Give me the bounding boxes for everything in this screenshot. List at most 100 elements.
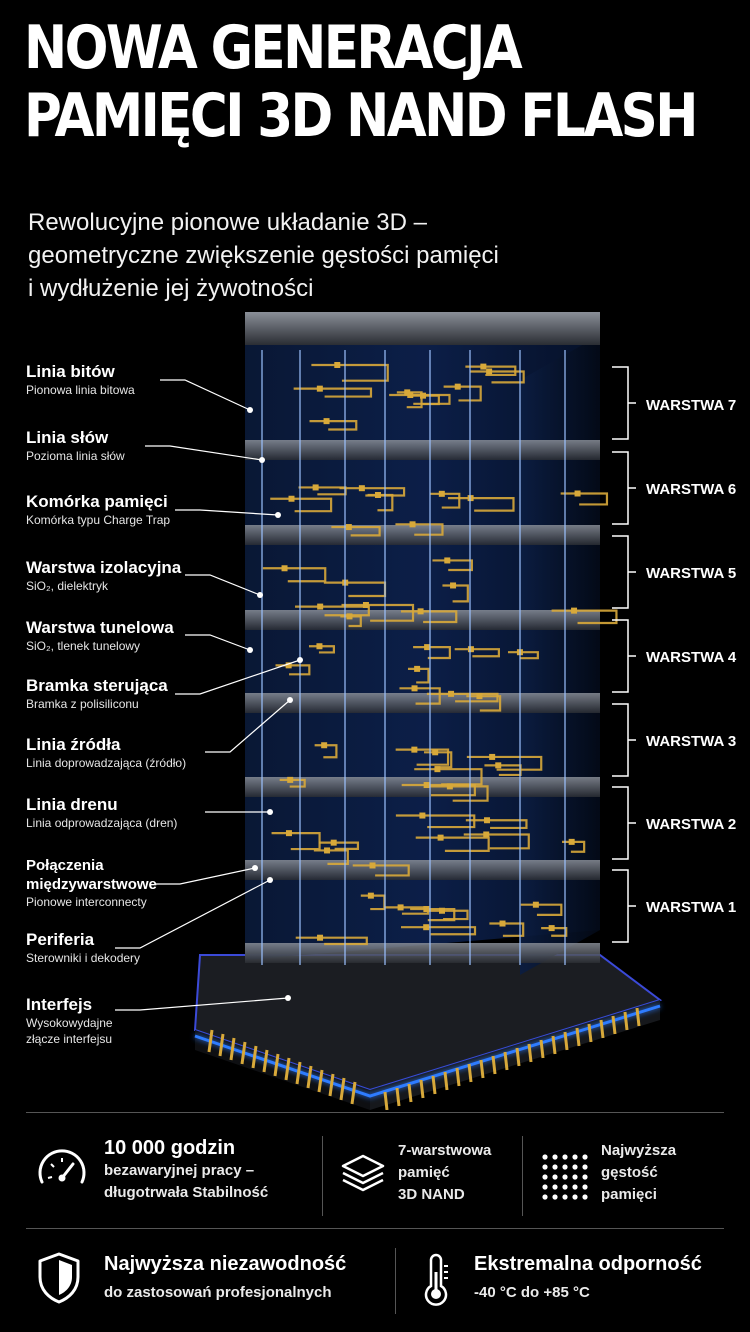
circuit-node (346, 613, 353, 620)
layer-label-7: WARSTWA 7 (646, 397, 737, 414)
circuit-trace (520, 903, 563, 916)
circuit-node (281, 565, 288, 572)
leader-dot (267, 877, 273, 883)
circuit-node (432, 749, 439, 756)
circuit-node (548, 925, 555, 932)
grid-dot (572, 1154, 578, 1160)
circuit-trace (489, 922, 525, 937)
grid-dot (582, 1164, 588, 1170)
circuit-node (454, 383, 461, 390)
speedometer-icon (38, 1149, 86, 1184)
circuit-node (334, 362, 341, 369)
circuit-trace (311, 363, 389, 382)
circuit-trace (414, 768, 483, 786)
circuit-node (419, 812, 426, 819)
circuit-node (414, 665, 421, 672)
circuit-trace (341, 603, 415, 622)
layer-label-3: WARSTWA 3 (646, 733, 737, 750)
leader-line (155, 867, 256, 885)
circuit-node (407, 392, 414, 399)
leader-dot (247, 407, 253, 413)
interface-pin (599, 1019, 605, 1039)
layer-bracket (612, 703, 629, 777)
page-title: NOWA GENERACJA PAMIĘCI 3D NAND FLASH (24, 14, 698, 150)
circuit-node (411, 746, 418, 753)
interface-pin (635, 1007, 641, 1027)
label-source-line: Linia źródła Linia doprowadzająca (źródł… (26, 735, 187, 770)
grid-dot (562, 1184, 568, 1190)
circuit-node (358, 485, 365, 492)
interface-pin (587, 1023, 593, 1043)
grid-dot (552, 1164, 558, 1170)
grid-dot (542, 1174, 548, 1180)
circuit-node (574, 490, 581, 497)
interface-pin (207, 1029, 214, 1053)
circuit-trace (401, 783, 476, 797)
circuit-node (409, 521, 416, 528)
grid-dot (562, 1154, 568, 1160)
layer-label-1: WARSTWA 1 (646, 899, 737, 916)
circuit-trace (426, 692, 499, 703)
layer-slab (245, 943, 600, 963)
label-control-gate: Bramka sterująca Bramka z polisiliconu (26, 676, 168, 711)
interface-pin (575, 1027, 581, 1047)
circuit-node (450, 582, 457, 589)
divider-middle (26, 1228, 724, 1229)
label-insulation-layer: Warstwa izolacyjna SiO₂, dielektryk (26, 558, 182, 593)
leader-dot (252, 865, 258, 871)
circuit-trace (331, 525, 381, 537)
circuit-trace (415, 836, 490, 852)
layer-bracket (612, 786, 629, 860)
thermometer-icon (424, 1253, 448, 1306)
layer-label-4: WARSTWA 4 (646, 649, 737, 666)
interface-pin (491, 1055, 497, 1075)
circuit-trace (447, 497, 515, 512)
circuit-node (345, 524, 352, 531)
layer-label-6: WARSTWA 6 (646, 481, 737, 498)
layer-brackets (612, 366, 636, 943)
interface-pin (539, 1039, 545, 1059)
leader-line (185, 634, 251, 651)
grid-dot (582, 1154, 588, 1160)
interface-pin (407, 1083, 413, 1103)
layer-bracket (612, 869, 629, 943)
grid-dot (572, 1164, 578, 1170)
interface-pin (623, 1011, 629, 1031)
circuit-node (316, 385, 323, 392)
divider-vertical-3 (395, 1248, 396, 1314)
interface-pin (251, 1045, 258, 1069)
circuit-node (369, 862, 376, 869)
grid-dot (572, 1174, 578, 1180)
grid-dot (572, 1184, 578, 1190)
circuit-node (323, 418, 330, 425)
feature-hours: 10 000 godzin bezawaryjnej pracy – długo… (104, 1137, 269, 1201)
layer-bracket (612, 451, 629, 525)
circuit-node (285, 830, 292, 837)
interface-pin (295, 1061, 302, 1085)
grid-dot (552, 1154, 558, 1160)
circuit-node (362, 601, 369, 608)
circuit-node (411, 685, 418, 692)
label-memory-cell: Komórka pamięci Komórka typu Charge Trap (26, 492, 171, 527)
circuit-node (317, 603, 324, 610)
leader-dot (247, 647, 253, 653)
circuit-node (499, 920, 506, 927)
leader-dot (267, 809, 273, 815)
circuit-node (330, 839, 337, 846)
leader-line (185, 574, 261, 596)
interface-pin (317, 1069, 324, 1093)
grid-dot (542, 1154, 548, 1160)
interface-pin (443, 1071, 449, 1091)
circuit-node (571, 607, 578, 614)
circuit-trace (271, 832, 321, 851)
leader-dot (285, 995, 291, 1001)
grid-dot (582, 1174, 588, 1180)
circuit-node (489, 753, 496, 760)
grid-dot (542, 1184, 548, 1190)
circuit-trace (426, 909, 469, 921)
label-interface: Interfejs Wysokowydajne złącze interfejs… (26, 995, 113, 1046)
circuit-node (476, 693, 483, 700)
circuit-node (438, 907, 445, 914)
leader-dot (297, 657, 303, 663)
interface-pin (503, 1051, 509, 1071)
